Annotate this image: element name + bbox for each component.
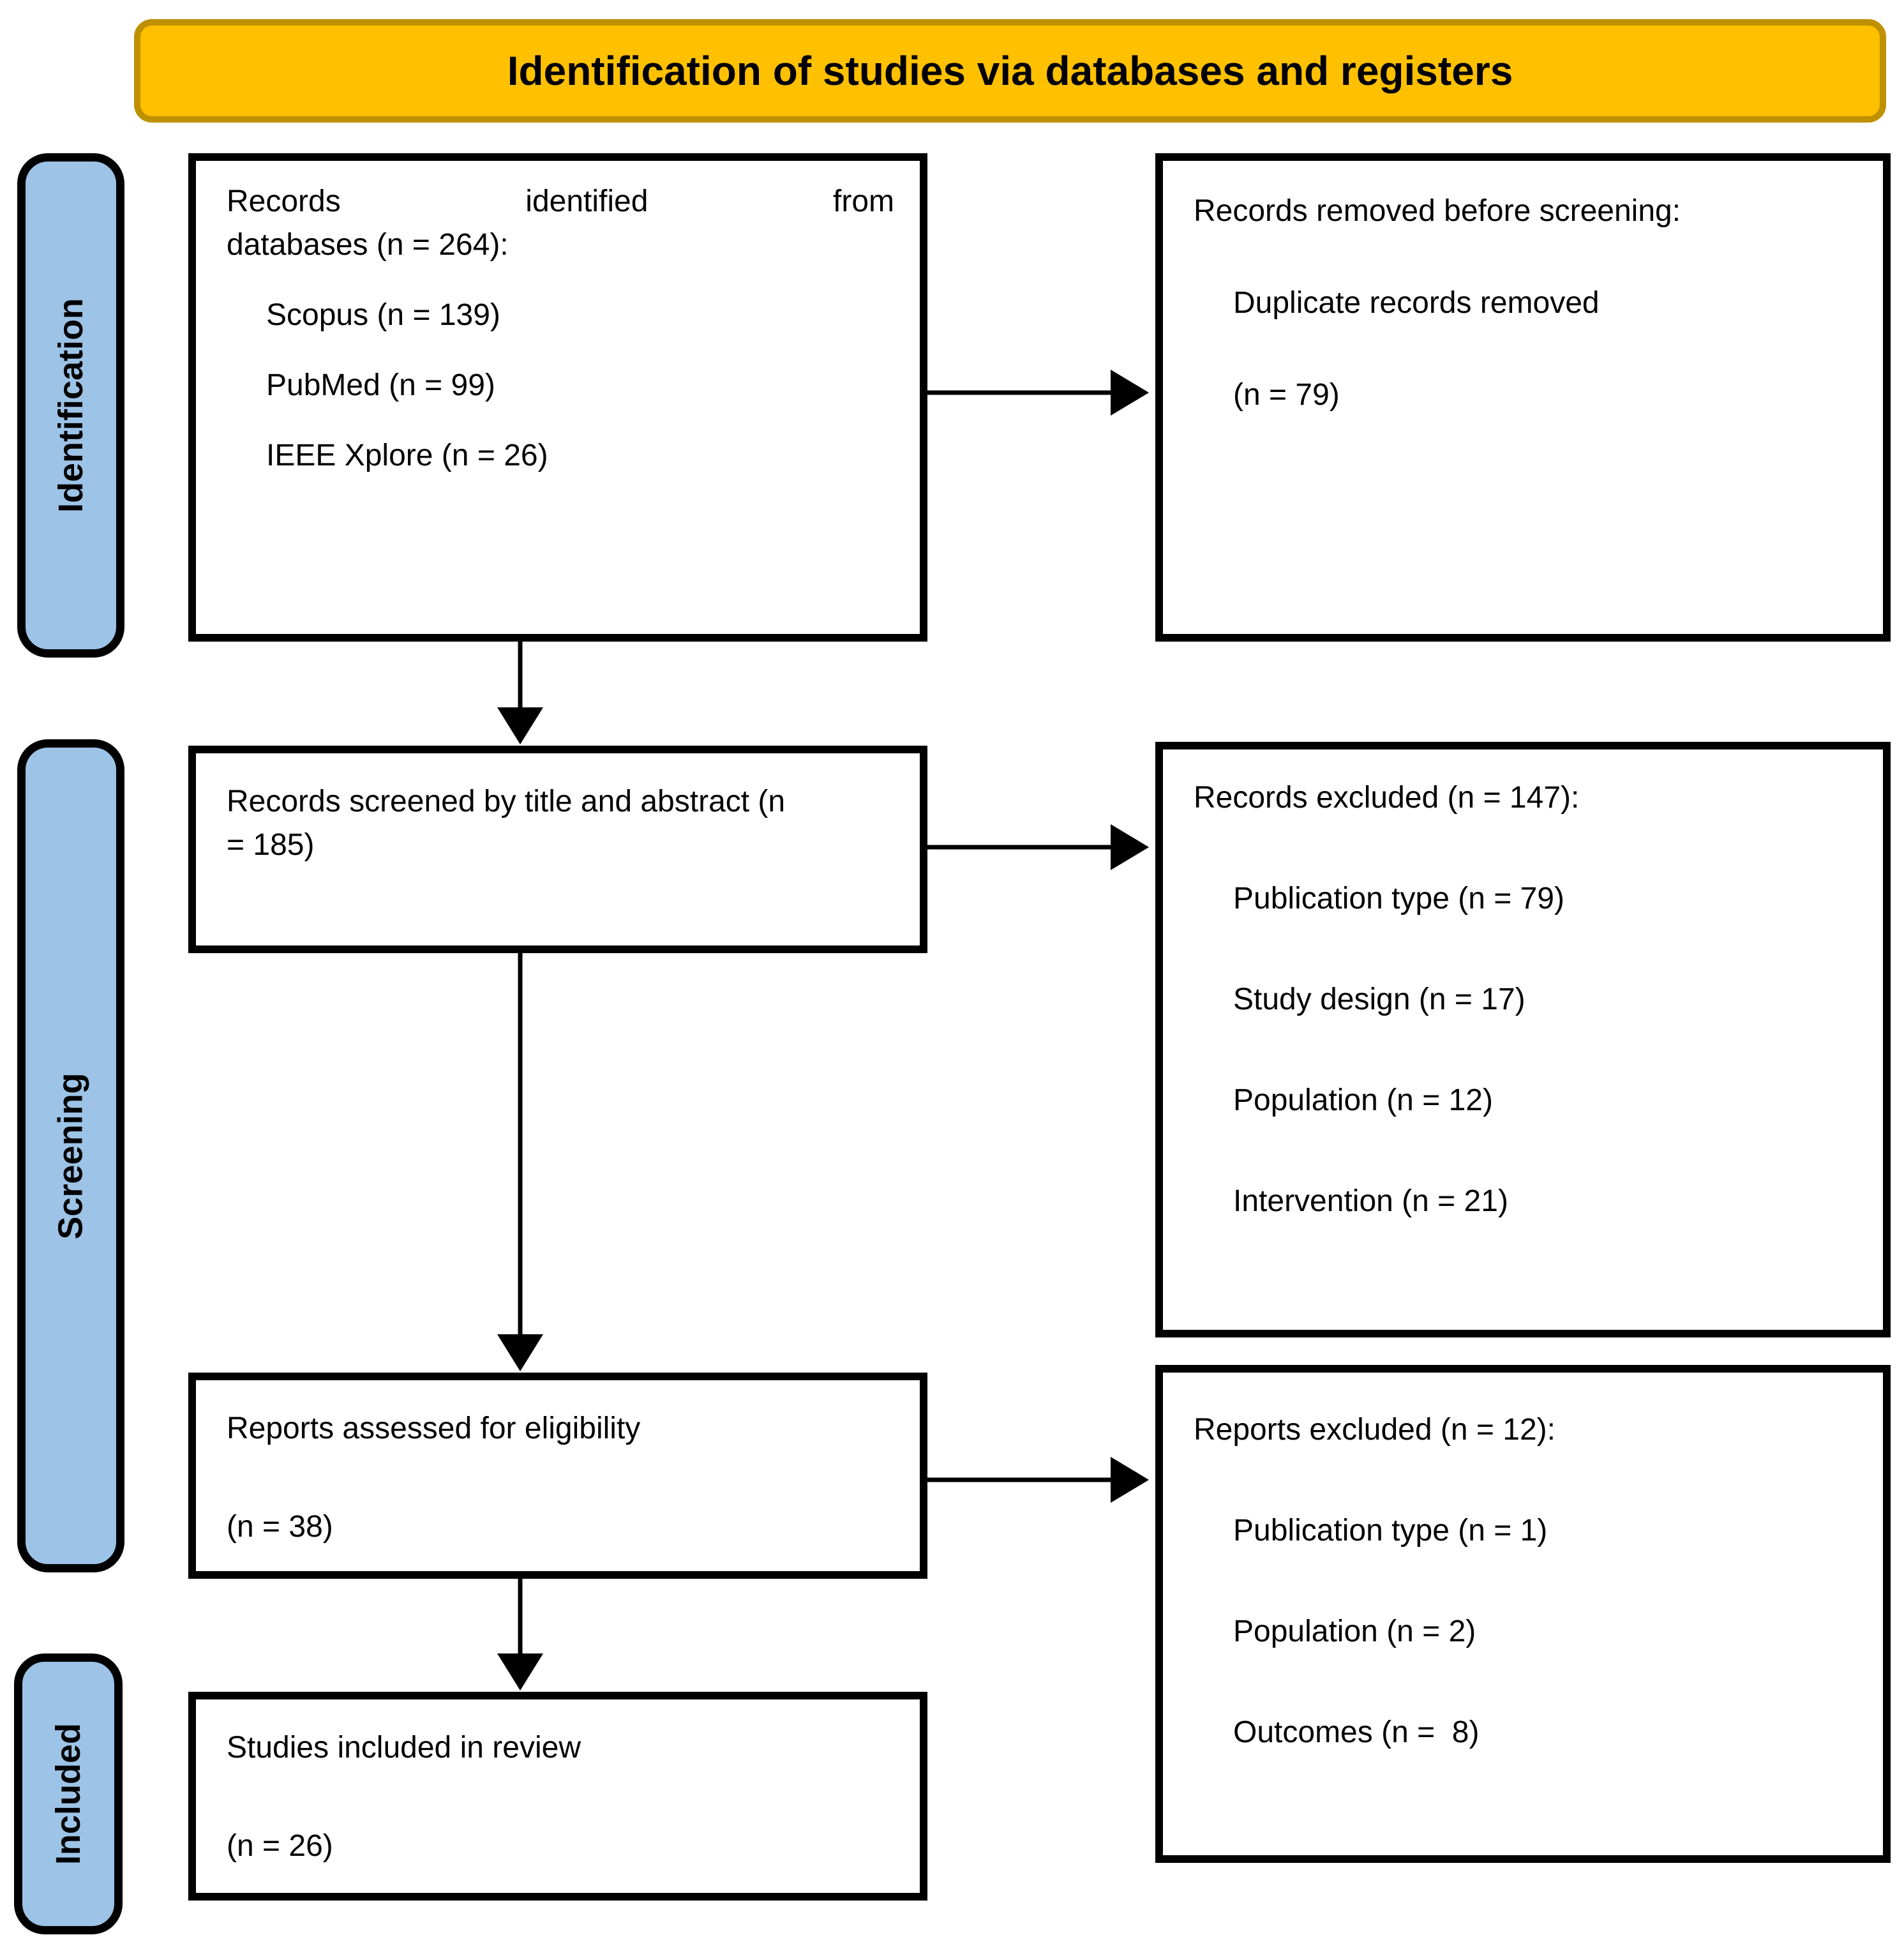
box-records-identified: Records identified from databases (n = 2…	[188, 153, 927, 642]
stage-label-identification-text: Identification	[52, 298, 90, 513]
reports-excluded-item: Population (n = 2)	[1233, 1615, 1476, 1648]
studies-included-count: (n = 26)	[227, 1829, 333, 1863]
stage-label-included-text: Included	[49, 1722, 88, 1865]
box-records-screened: Records screened by title and abstract (…	[188, 746, 927, 953]
arrowhead-screened-to-assessed	[497, 1334, 543, 1371]
stage-label-screening: Screening	[17, 739, 124, 1572]
reports-excluded-item: Outcomes (n = 8)	[1233, 1715, 1480, 1749]
box-records-excluded: Records excluded (n = 147): Publication …	[1155, 742, 1891, 1337]
records-excluded-item: Study design (n = 17)	[1233, 983, 1525, 1016]
arrowhead-identified-to-removed	[1111, 370, 1149, 416]
studies-included-title: Studies included in review	[227, 1731, 581, 1765]
stage-label-screening-text: Screening	[52, 1072, 90, 1240]
records-screened-title: Records screened by title and abstract (…	[227, 785, 786, 862]
reports-excluded-item: Publication type (n = 1)	[1233, 1514, 1548, 1548]
box-records-removed: Records removed before screening: Duplic…	[1155, 153, 1891, 642]
arrowhead-assessed-to-included	[497, 1653, 543, 1691]
records-removed-item: Duplicate records removed	[1233, 286, 1600, 320]
reports-excluded-title: Reports excluded (n = 12):	[1194, 1413, 1555, 1447]
records-identified-title-line1: Records identified from	[227, 185, 894, 218]
reports-assessed-title: Reports assessed for eligibility	[227, 1412, 641, 1445]
arrowhead-identified-to-screened	[497, 707, 543, 744]
records-identified-item: IEEE Xplore (n = 26)	[266, 439, 548, 472]
box-reports-excluded: Reports excluded (n = 12): Publication t…	[1155, 1365, 1891, 1863]
box-reports-assessed: Reports assessed for eligibility (n = 38…	[188, 1373, 927, 1579]
stage-label-identification: Identification	[17, 153, 124, 658]
banner: Identification of studies via databases …	[134, 19, 1886, 123]
arrowhead-screened-to-excluded	[1111, 824, 1149, 870]
banner-title: Identification of studies via databases …	[507, 48, 1513, 94]
records-excluded-item: Population (n = 12)	[1233, 1083, 1493, 1117]
records-excluded-item: Intervention (n = 21)	[1233, 1184, 1508, 1218]
records-identified-item: Scopus (n = 139)	[266, 298, 500, 332]
records-excluded-item: Publication type (n = 79)	[1233, 882, 1564, 915]
reports-assessed-count: (n = 38)	[227, 1510, 333, 1544]
records-identified-title-line2: databases (n = 264):	[227, 228, 509, 262]
records-identified-item: PubMed (n = 99)	[266, 368, 495, 402]
arrowhead-assessed-to-excluded	[1111, 1457, 1149, 1503]
records-excluded-title: Records excluded (n = 147):	[1194, 781, 1580, 815]
box-studies-included: Studies included in review (n = 26)	[188, 1692, 927, 1901]
records-removed-item: (n = 79)	[1233, 378, 1340, 412]
stage-label-included: Included	[14, 1653, 123, 1934]
records-removed-title: Records removed before screening:	[1194, 194, 1681, 228]
